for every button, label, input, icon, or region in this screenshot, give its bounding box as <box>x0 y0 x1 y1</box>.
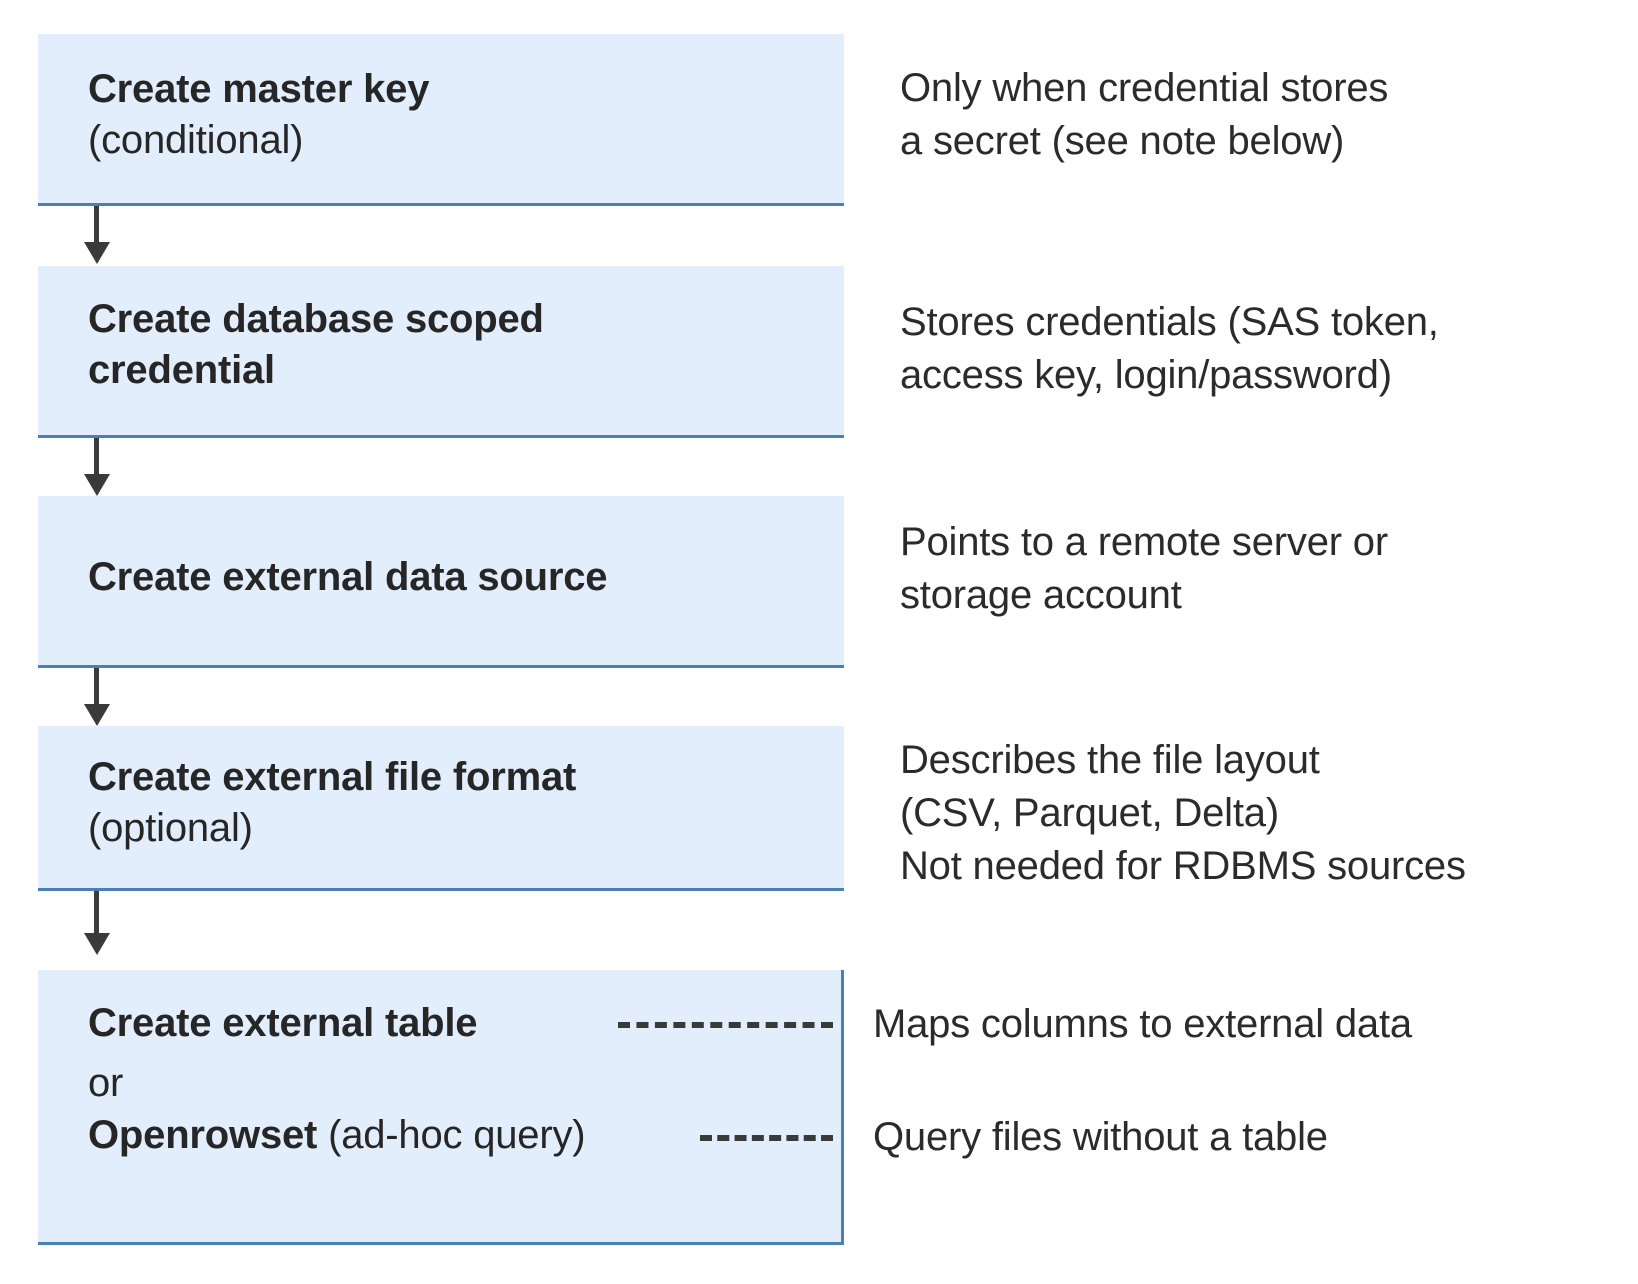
note-create-database-scoped-credential: Stores credentials (SAS token, access ke… <box>900 300 1439 397</box>
connector-arrow-1 <box>84 206 110 264</box>
final-step-line3: Openrowset (ad-hoc query) <box>88 1110 827 1161</box>
arrow-head-icon <box>84 704 110 726</box>
note-openrowset: Query files without a table <box>873 1115 1328 1159</box>
connector-arrow-3 <box>84 668 110 726</box>
note-create-external-table: Maps columns to external data <box>873 1002 1412 1046</box>
step-label-bold: Create external file format <box>88 755 577 799</box>
step-label-bold: Create master key <box>88 67 430 111</box>
final-step-line2: or <box>88 1058 827 1109</box>
step-box-create-master-key[interactable]: Create master key (conditional) <box>38 34 844 206</box>
note-create-master-key: Only when credential stores a secret (se… <box>900 66 1389 163</box>
connector-arrow-2 <box>84 438 110 496</box>
step-label-note: (optional) <box>88 806 253 851</box>
step-label-bold: Create external data source <box>88 555 608 599</box>
final-step-line1-bold: Create external table <box>88 1001 478 1045</box>
step-label-bold: Create database scoped credential <box>88 297 544 393</box>
final-step-line1: Create external table <box>88 998 827 1049</box>
arrow-head-icon <box>84 474 110 496</box>
step-box-create-database-scoped-credential[interactable]: Create database scoped credential <box>38 266 844 438</box>
note-create-external-file-format: Describes the file layout (CSV, Parquet,… <box>900 738 1466 888</box>
connector-arrow-4 <box>84 891 110 957</box>
step-label-create-external-file-format: Create external file format (optional) <box>88 752 830 854</box>
dashed-leader-external-table <box>618 1022 833 1028</box>
step-label-create-database-scoped-credential: Create database scoped credential <box>88 294 654 396</box>
arrow-head-icon <box>84 242 110 264</box>
final-step-or-label: or <box>88 1061 124 1105</box>
arrow-head-icon <box>84 933 110 955</box>
final-step-line3-normal: (ad-hoc query) <box>317 1113 586 1157</box>
step-box-create-external-table-or-openrowset[interactable]: Create external table or Openrowset (ad-… <box>38 970 844 1245</box>
step-label-create-master-key: Create master key (conditional) <box>88 64 830 166</box>
step-label-note: (conditional) <box>88 118 304 163</box>
note-create-external-data-source: Points to a remote server or storage acc… <box>900 520 1388 617</box>
step-box-create-external-data-source[interactable]: Create external data source <box>38 496 844 668</box>
dashed-leader-openrowset <box>700 1135 833 1141</box>
step-label-create-external-data-source: Create external data source <box>88 552 830 603</box>
step-box-create-external-file-format[interactable]: Create external file format (optional) <box>38 726 844 891</box>
final-step-line3-bold: Openrowset <box>88 1113 318 1157</box>
